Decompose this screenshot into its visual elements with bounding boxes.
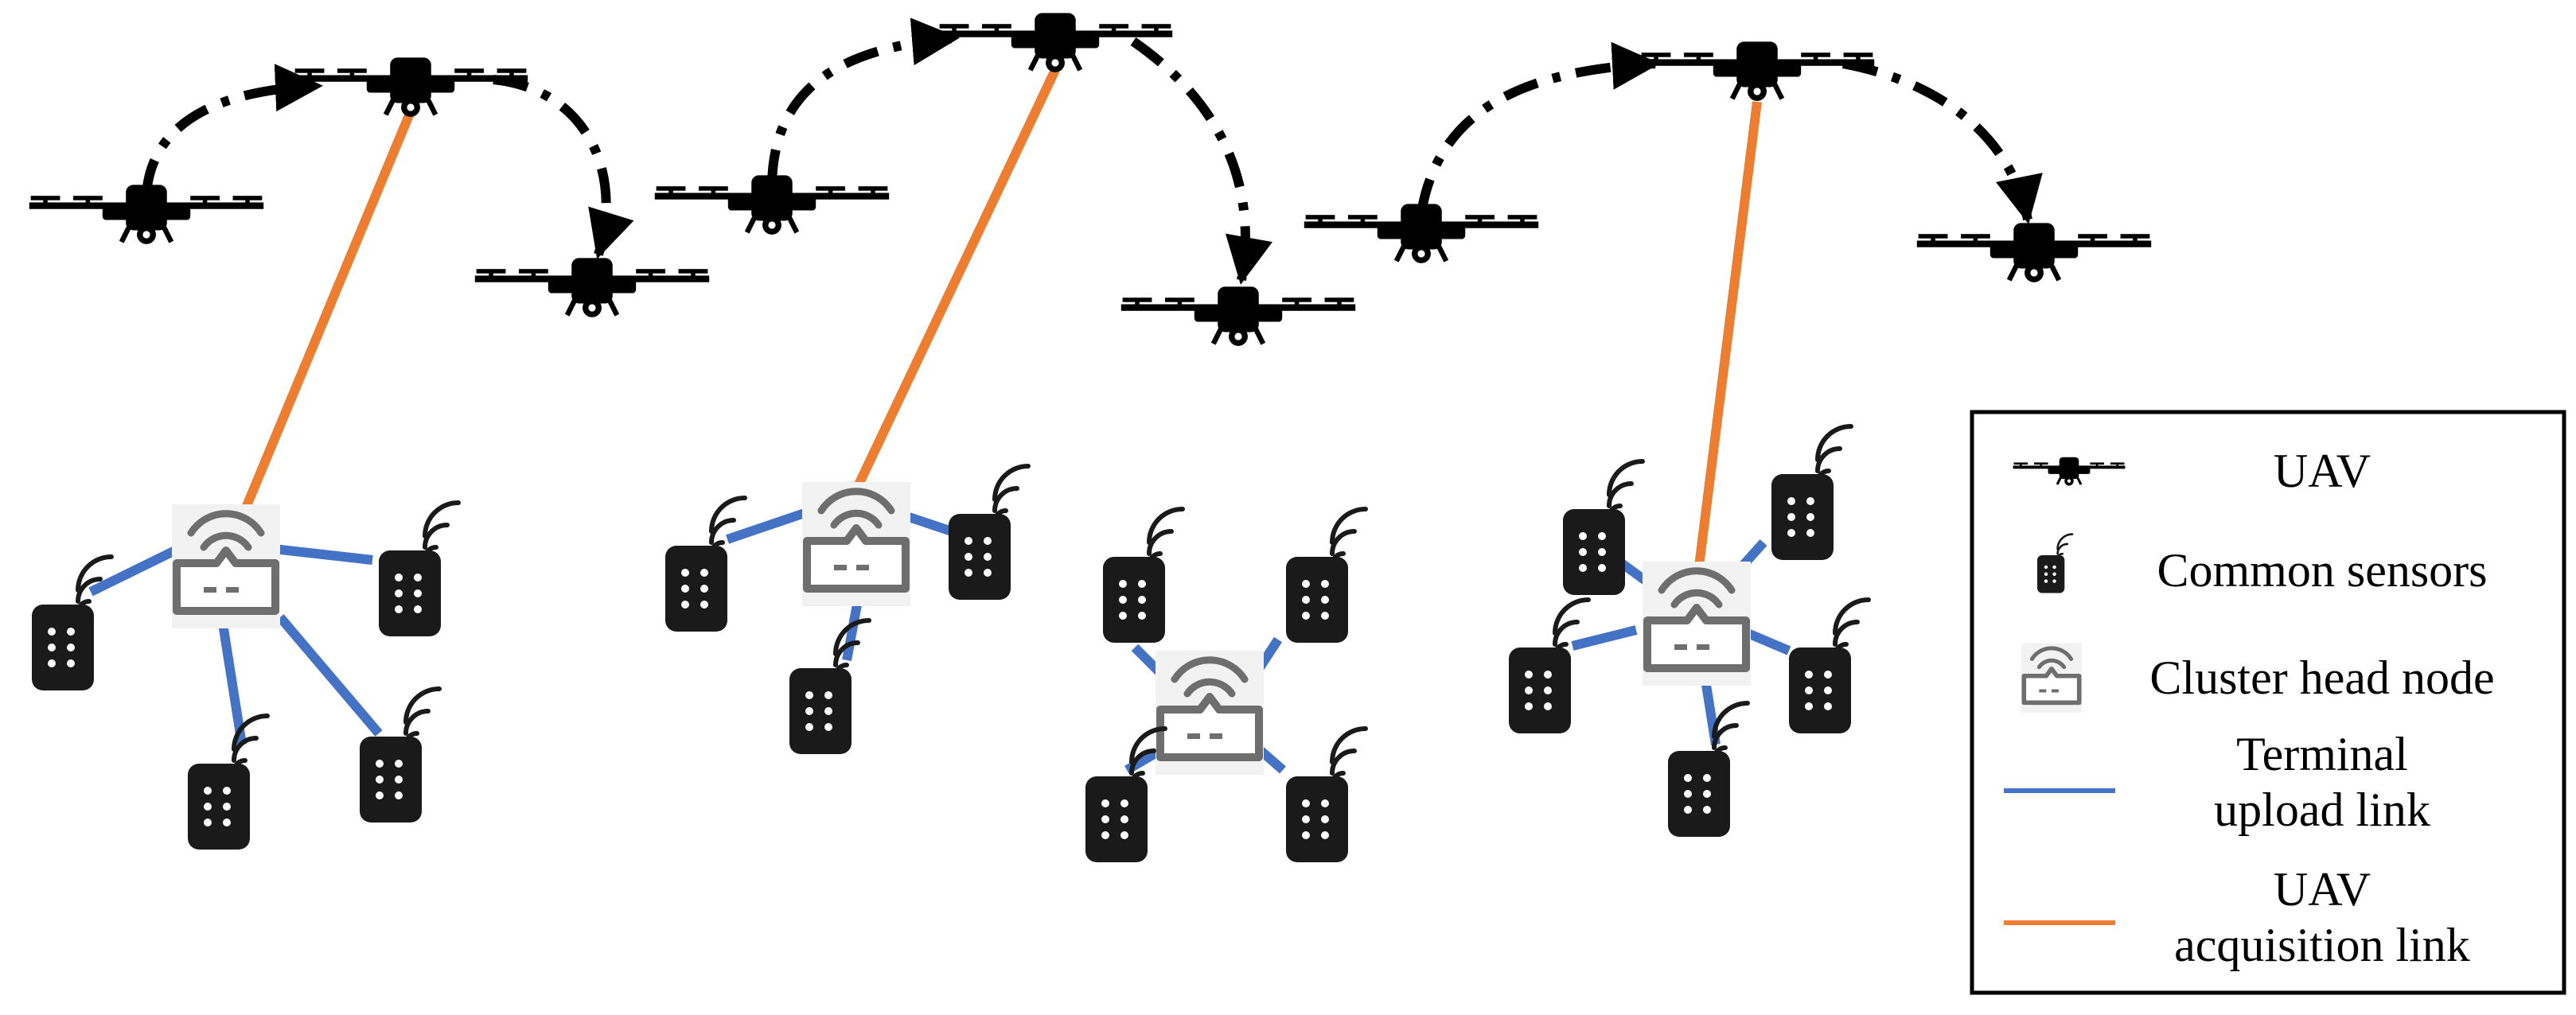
flight-path [1417,41,1660,214]
sensor-icon [665,498,745,632]
upload-link [273,544,373,565]
cluster-head-icon [802,482,910,606]
sensor-icon [1509,600,1588,733]
sensor-icon [32,557,111,690]
uav-icon [1640,41,1874,101]
flight-paths [142,18,2043,285]
legend-terminal-line2: upload link [2214,784,2430,836]
flight-path [142,64,323,195]
uav-icon [1917,223,2151,282]
sensor-icon [1789,600,1869,733]
sensor-icon [1771,426,1851,560]
acquisition-link [848,68,1060,499]
sensor-icon [188,716,267,850]
uav-icon [294,57,528,117]
acquisition-link [1692,101,1762,586]
sensor-icon [1286,729,1366,862]
uavs [29,13,2151,346]
sensor-icon [360,689,439,822]
flight-path [1841,59,2043,224]
uav-icon [1121,286,1355,346]
cluster-head-icon [1643,562,1751,686]
uav-icon [1304,204,1538,263]
legend-acquisition-line2: acquisition link [2174,919,2470,971]
upload-link [218,623,247,745]
legend-sensor-label: Common sensors [2157,544,2487,597]
acquisition-link [234,109,415,527]
legend-uav-label: UAV [2274,445,2371,497]
legend-cluster-head-label: Cluster head node [2149,651,2494,704]
upload-link [276,614,383,737]
legend-cluster-head-icon [2021,643,2082,712]
upload-link [726,508,809,544]
sensor-icon [379,503,458,636]
upload-link [1745,628,1791,655]
uav-acquisition-links [234,68,1762,586]
upload-link [1571,625,1638,651]
cluster-head-icon [172,504,280,628]
flight-path [767,18,960,185]
legend-frame [1970,410,2566,995]
legend-terminal-line1: Terminal [2236,728,2408,780]
uav-icon [655,175,889,235]
uav-icon [475,258,709,317]
sensor-icon [789,620,869,754]
upload-link [88,546,177,597]
cluster-head-icon [1155,651,1264,775]
uav-icon [29,185,263,244]
legend: UAV Common sensors Cluster head node Ter… [1970,410,2566,995]
sensor-icon [1286,509,1366,643]
flight-path [493,75,634,259]
sensor-icon [949,466,1028,600]
legend-acquisition-line1: UAV [2274,863,2371,916]
sensor-icon [1103,509,1183,643]
flight-path [1130,37,1273,285]
sensor-icon [1085,729,1165,862]
